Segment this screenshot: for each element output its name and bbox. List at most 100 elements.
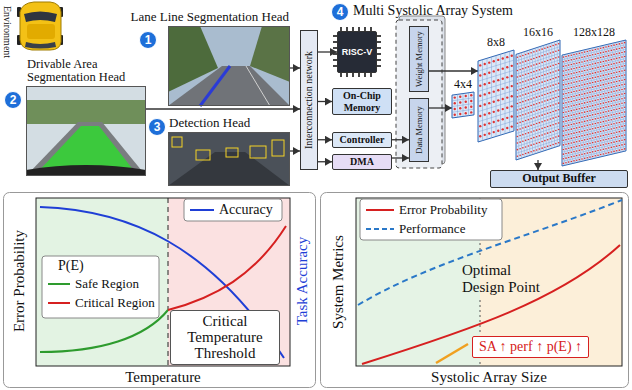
processing-element [547,60,549,62]
processing-element [597,141,599,143]
processing-element [592,123,594,125]
processing-element [558,69,560,71]
processing-element [581,121,583,123]
systolic-array-grid [546,45,547,151]
processing-element [541,128,543,130]
processing-element [571,151,573,153]
processing-element [522,114,524,116]
processing-element [573,105,575,107]
processing-element [506,66,508,68]
processing-element [600,112,602,114]
processing-element [608,110,610,112]
processing-element [565,139,567,141]
processing-element [592,82,594,84]
processing-element [558,129,560,131]
processing-element [597,108,599,110]
processing-element [579,94,581,96]
processing-element [573,77,575,79]
axis-title: System Metrics [330,235,347,329]
processing-element [584,158,586,160]
processing-element [565,111,567,113]
processing-element [550,145,552,147]
processing-element [484,73,486,75]
processing-element [573,58,575,60]
systolic-array-grid [620,41,621,152]
processing-element [517,63,519,65]
processing-element [552,124,554,126]
processing-element [552,117,554,119]
processing-element [511,75,513,77]
connector-arrow [392,139,409,140]
processing-element [624,60,626,62]
processing-element [584,148,586,150]
processing-element [576,122,578,124]
processing-element [624,79,626,81]
processing-element [611,128,613,130]
processing-element [616,53,618,55]
processing-element [541,88,543,90]
processing-element [608,129,610,131]
legend-swatch [190,201,214,219]
processing-element [605,139,607,141]
processing-element [558,122,560,124]
processing-element [544,74,546,76]
processing-element [608,59,610,61]
processing-element [611,54,613,56]
processing-element [619,117,621,119]
processing-element [525,60,527,62]
processing-element [605,88,607,90]
processing-element [573,146,575,148]
camera-image [172,137,182,147]
processing-element [533,58,535,60]
processing-element [568,143,570,145]
processing-element [624,102,626,104]
processing-element [616,62,618,64]
processing-element [581,154,583,156]
processing-element [584,144,586,146]
processing-element [565,162,567,164]
processing-element [493,60,495,62]
processing-element [597,80,599,82]
processing-element [595,86,597,88]
processing-element [563,70,565,72]
processing-element [506,96,508,98]
processing-element [565,143,567,145]
processing-element [611,91,613,93]
processing-element [565,65,567,67]
processing-element [611,151,613,153]
processing-element [528,106,530,108]
processing-element [597,67,599,69]
processing-element [528,145,530,147]
processing-element [502,108,504,110]
processing-element [600,52,602,54]
panel-heading: 8x8 [487,36,505,48]
processing-element [568,134,570,136]
camera-image [168,66,290,106]
processing-element [597,90,599,92]
processing-element [528,53,530,55]
processing-element [544,146,546,148]
processing-element [619,43,621,45]
processing-element [484,93,486,95]
processing-element [600,94,602,96]
processing-element [568,55,570,57]
processing-element [619,103,621,105]
systolic-array-grid [478,90,514,101]
processing-element [611,73,613,75]
processing-element [525,100,527,102]
processing-element [611,50,613,52]
legend-line [190,209,214,211]
systolic-array-grid [562,142,626,157]
processing-element [621,98,623,100]
connector-arrow [290,67,300,68]
processing-element [519,115,521,117]
processing-element [605,46,607,48]
processing-element [584,97,586,99]
processing-element [587,106,589,108]
controller-block: Controller [332,132,392,148]
processing-element [536,77,538,79]
legend-swatch [48,294,70,312]
processing-element [595,132,597,134]
processing-element [621,135,623,137]
processing-element [465,112,467,114]
